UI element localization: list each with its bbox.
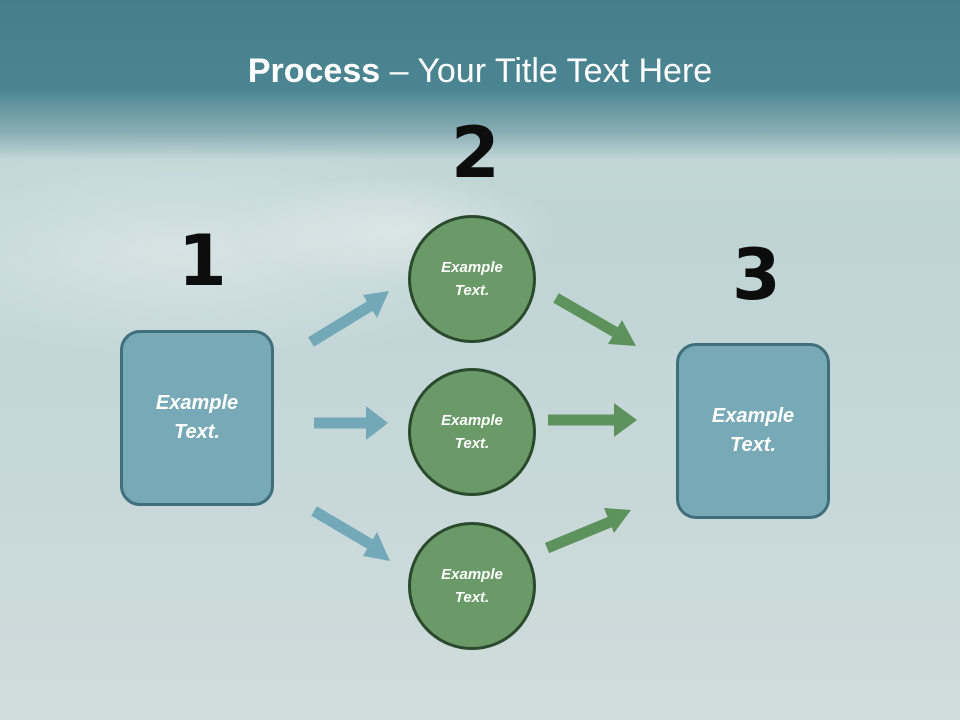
arrow-1-to-top: [308, 291, 389, 347]
step-number-1: 1: [178, 220, 227, 302]
circle-middle: Example Text.: [408, 368, 536, 496]
step-3-box: Example Text.: [676, 343, 830, 519]
step-number-2: 2: [451, 112, 500, 194]
arrow-top-to-3: [553, 293, 636, 346]
step-number-3: 3: [732, 234, 781, 316]
arrow-bottom-to-3: [544, 508, 631, 554]
slide-title: Process – Your Title Text Here: [0, 52, 960, 91]
circle-top: Example Text.: [408, 215, 536, 343]
arrow-1-to-middle: [314, 406, 388, 440]
step-1-box: Example Text.: [120, 330, 274, 506]
circle-bottom: Example Text.: [408, 522, 536, 650]
header-band: [0, 0, 960, 160]
arrow-1-to-bottom: [311, 506, 390, 561]
arrow-middle-to-3: [548, 403, 637, 437]
title-rest: – Your Title Text Here: [380, 52, 713, 90]
title-bold: Process: [247, 52, 381, 90]
